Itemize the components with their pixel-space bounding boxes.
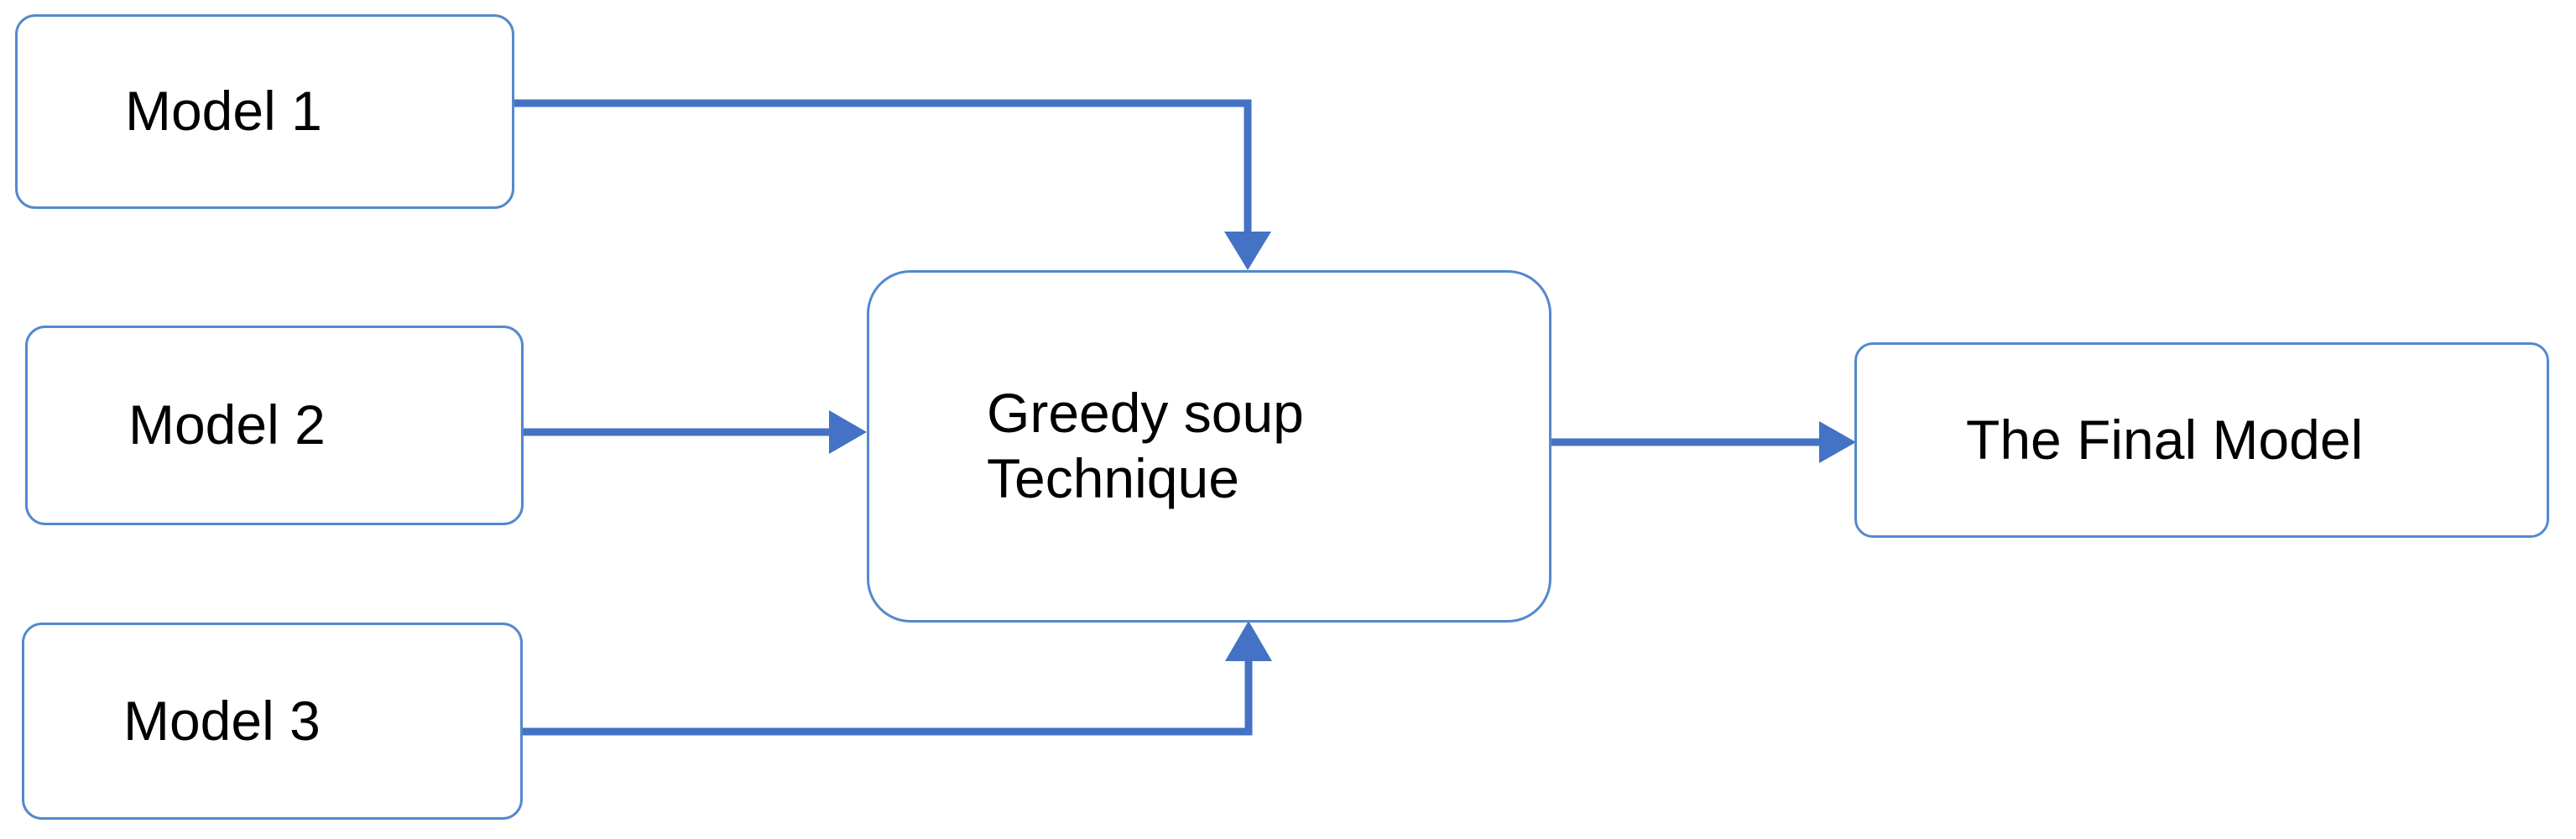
edge-model-2-to-greedy-soup (524, 410, 867, 454)
edge-model-1-arrowhead-down (1224, 232, 1271, 270)
edge-model-1-line (514, 99, 1252, 233)
node-model-2-label: Model 2 (128, 393, 326, 456)
edge-greedy-soup-to-final-model (1551, 421, 1856, 463)
node-greedy-soup[interactable]: Greedy soup Technique (867, 270, 1551, 623)
edge-model-3-to-greedy-soup (523, 621, 1272, 736)
node-model-3[interactable]: Model 3 (22, 623, 523, 820)
node-model-3-label: Model 3 (123, 689, 321, 752)
node-model-1[interactable]: Model 1 (15, 14, 514, 209)
edge-final-arrowhead-right (1819, 421, 1856, 463)
edge-model-2-arrowhead-right (829, 410, 867, 454)
edge-model-3-line (523, 659, 1253, 736)
node-final-model[interactable]: The Final Model (1854, 342, 2549, 538)
edge-model-3-arrowhead-up (1225, 621, 1272, 661)
node-model-1-label: Model 1 (125, 80, 322, 143)
edge-model-1-to-greedy-soup (514, 99, 1271, 270)
node-greedy-soup-label: Greedy soup Technique (987, 382, 1304, 509)
node-model-2[interactable]: Model 2 (25, 326, 524, 525)
node-final-model-label: The Final Model (1966, 408, 2364, 471)
